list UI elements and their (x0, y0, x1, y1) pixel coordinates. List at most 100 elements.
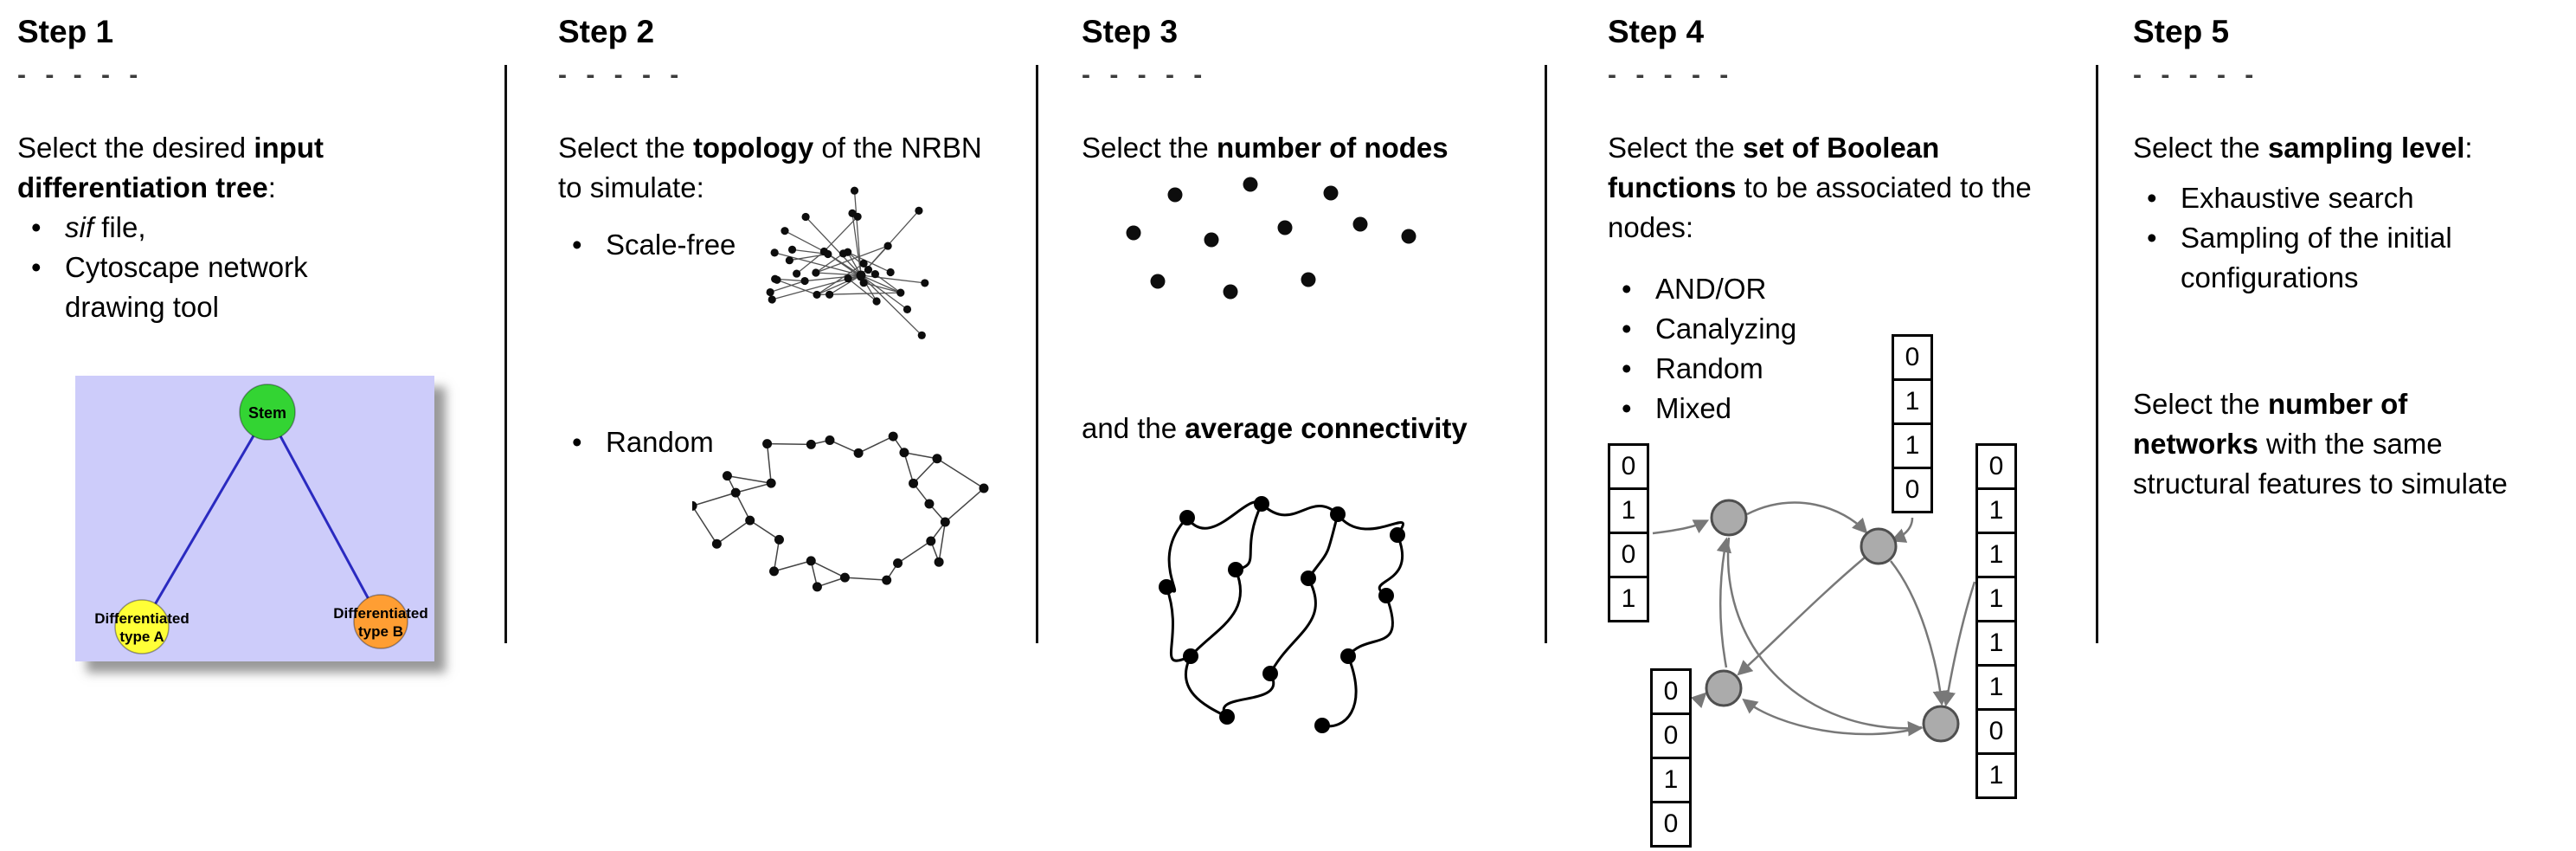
step-1-title: Step 1 (17, 14, 114, 49)
text-segment: Select the (1608, 132, 1743, 164)
step-3-column: Step 3 - - - - - Select the number of no… (1082, 0, 1562, 851)
boolean-node (1922, 705, 1960, 743)
differentiation-tree-svg: Stem Differentiated type A Differentiate… (75, 376, 434, 661)
truth-cell: 1 (1892, 378, 1933, 425)
nodes-dots-graphic (1099, 176, 1436, 306)
scale-free-network-graphic (718, 173, 1004, 385)
text-segment: of the NRBN to simulate: (558, 132, 982, 203)
boolean-node (1860, 527, 1898, 565)
step-4-column: Step 4 - - - - - Select the set of Boole… (1608, 0, 2058, 851)
stem-node (239, 384, 296, 441)
text-segment: Select the (2133, 132, 2268, 164)
step-3-title: Step 3 (1082, 14, 1179, 49)
scale-free-network-svg (766, 186, 929, 339)
text-segment: and the (1082, 412, 1185, 444)
step-3-intro-connectivity: and the average connectivity (1082, 409, 1562, 448)
step-2-dashes: - - - - - (558, 61, 685, 89)
type-b-label-line2: type B (358, 623, 403, 640)
text-segment: Exhaustive search (2181, 182, 2414, 214)
text-segment: Scale-free (606, 229, 736, 261)
text-segment: AND/OR (1655, 273, 1767, 305)
type-a-label-line2: type A (119, 629, 164, 645)
column-divider (1545, 65, 1547, 643)
boolean-node (1705, 669, 1743, 707)
truth-cell: 1 (1608, 576, 1649, 622)
differentiation-tree-graphic: Stem Differentiated type A Differentiate… (75, 376, 434, 661)
truth-cell: 1 (1975, 487, 2017, 534)
step-5-networks-paragraph: Select the number of networks with the s… (2133, 384, 2540, 504)
text-segment: : (267, 171, 276, 203)
step-4-intro: Select the set of Boolean functions to b… (1608, 128, 2058, 248)
bullet-item-scale-free: Scale-free (558, 225, 1008, 265)
boolean-network-svg (1652, 499, 1976, 743)
truth-table-top: 0 1 1 0 (1892, 334, 1933, 513)
step-1-dashes: - - - - - (17, 61, 145, 89)
truth-cell: 0 (1650, 712, 1692, 759)
truth-cell: 0 (1608, 443, 1649, 490)
step-2-bullets: Scale-free Random (558, 225, 1008, 462)
connectivity-edges (1165, 500, 1404, 728)
text-segment: Select the desired (17, 132, 254, 164)
bullet-item-canalyzing: Canalyzing (1608, 309, 2058, 349)
step-2-column: Step 2 - - - - - Select the topology of … (558, 0, 1008, 851)
truth-cell: 1 (1975, 752, 2017, 799)
text-segment: Random (1655, 352, 1763, 384)
step-5-title: Step 5 (2133, 14, 2230, 49)
boolean-edges (1652, 501, 1976, 737)
bold-segment: average connectivity (1185, 412, 1468, 444)
step-1-column: Step 1 - - - - - Select the desired inpu… (17, 0, 434, 851)
truth-cell: 1 (1650, 757, 1692, 803)
truth-table-right: 0 1 1 1 1 1 0 1 (1975, 443, 2017, 799)
step-3-intro-nodes: Select the number of nodes (1082, 128, 1562, 168)
truth-cell: 1 (1975, 576, 2017, 622)
step-3-dashes: - - - - - (1082, 61, 1209, 89)
random-network-svg (687, 431, 989, 592)
truth-cell: 0 (1608, 532, 1649, 578)
bold-segment: topology (692, 132, 814, 164)
truth-cell: 1 (1608, 487, 1649, 534)
nodes-dots-svg (1126, 177, 1416, 300)
connectivity-nodes (1159, 496, 1405, 733)
type-b-label-line1: Differentiated (333, 605, 428, 622)
stem-label: Stem (248, 404, 286, 422)
boolean-node (1710, 499, 1748, 537)
step-2-title: Step 2 (558, 14, 655, 49)
truth-cell: 0 (1892, 334, 1933, 381)
step-2-intro: Select the topology of the NRBN to simul… (558, 128, 1008, 208)
type-a-label-line1: Differentiated (94, 610, 190, 627)
step-5-intro: Select the sampling level: (2133, 128, 2576, 168)
tree-edge-left (140, 411, 269, 628)
step-1-bullets: sif file, Cytoscape network drawing tool (17, 208, 402, 327)
bold-segment: number of nodes (1216, 132, 1449, 164)
step-4-dashes: - - - - - (1608, 61, 1735, 89)
italic-segment: sif (65, 211, 93, 243)
text-segment: : (2464, 132, 2473, 164)
truth-table-bottom-left: 0 0 1 0 (1650, 668, 1692, 848)
connectivity-network-graphic (1134, 485, 1436, 736)
bullet-item-random: Random (558, 422, 1008, 462)
bold-segment: sampling level (2267, 132, 2465, 164)
step-5-column: Step 5 - - - - - Select the sampling lev… (2133, 0, 2576, 851)
bullet-item-sampling: Sampling of the initial configurations (2133, 218, 2576, 298)
connectivity-network-svg (1159, 496, 1405, 733)
truth-cell: 1 (1975, 664, 2017, 711)
truth-cell: 0 (1975, 443, 2017, 490)
bold-segment: number of networks (2133, 388, 2408, 460)
bullet-item-exhaustive: Exhaustive search (2133, 178, 2576, 218)
truth-cell: 1 (1975, 620, 2017, 667)
step-5-bullets: Exhaustive search Sampling of the initia… (2133, 178, 2576, 298)
truth-cell: 1 (1975, 532, 2017, 578)
boolean-network-graphic: 0 1 1 0 0 1 0 1 0 0 1 0 0 1 1 1 (1608, 322, 2023, 851)
truth-cell: 0 (1650, 668, 1692, 715)
truth-cell: 0 (1892, 467, 1933, 513)
truth-cell: 0 (1650, 801, 1692, 848)
text-segment: Canalyzing (1655, 313, 1797, 345)
step-4-bullets: AND/OR Canalyzing Random Mixed (1608, 269, 2058, 429)
type-b-node (353, 594, 408, 649)
truth-cell: 1 (1892, 422, 1933, 469)
type-a-node (114, 599, 170, 654)
truth-table-left: 0 1 0 1 (1608, 443, 1649, 622)
bullet-item-mixed: Mixed (1608, 389, 2058, 429)
bold-segment: set of Boolean functions (1608, 132, 1940, 203)
text-segment: Select the (558, 132, 693, 164)
